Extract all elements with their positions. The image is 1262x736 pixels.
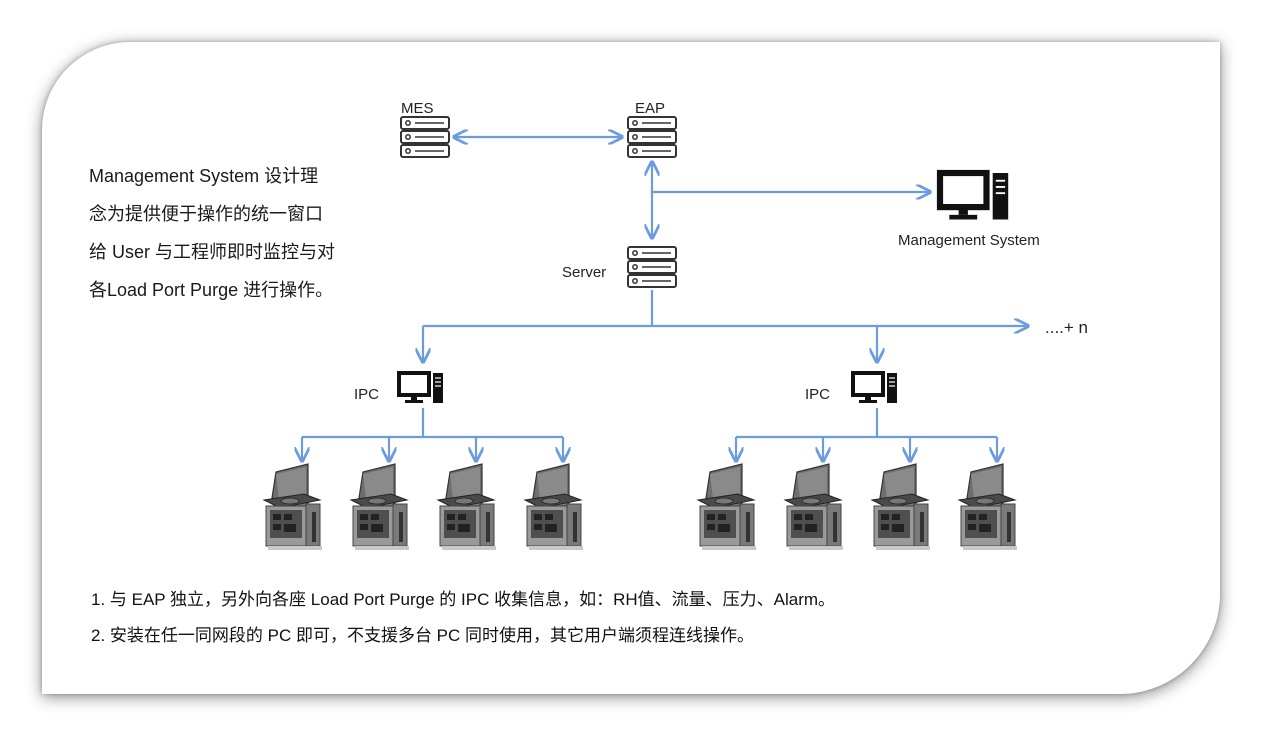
eap-label: EAP (635, 100, 665, 117)
load-port-icon (871, 463, 931, 551)
ipc-left-label: IPC (354, 386, 379, 403)
load-port-icon (958, 463, 1018, 551)
server-icon (627, 246, 677, 288)
mes-server-icon (400, 116, 450, 158)
load-port-icon (784, 463, 844, 551)
notes-list: 1. 与 EAP 独立，另外向各座 Load Port Purge 的 IPC … (91, 582, 835, 654)
load-port-icon (524, 463, 584, 551)
more-nodes-label: ....+ n (1045, 318, 1088, 337)
load-port-icon (697, 463, 757, 551)
note-1: 1. 与 EAP 独立，另外向各座 Load Port Purge 的 IPC … (91, 590, 836, 609)
load-port-icon (350, 463, 410, 551)
mes-label: MES (401, 100, 434, 117)
ipc-left-pc-icon (397, 371, 445, 405)
intro-line-4: 各Load Port Purge 进行操作。 (89, 280, 334, 300)
server-label: Server (562, 264, 606, 281)
ipc-right-label: IPC (805, 386, 830, 403)
management-system-label: Management System (898, 232, 1040, 249)
eap-server-icon (627, 116, 677, 158)
intro-line-3: 给 User 与工程师即时监控与对 (89, 242, 336, 262)
intro-text: Management System 设计理 念为提供便于操作的统一窗口 给 Us… (89, 157, 389, 309)
note-2: 2. 安装在任一同网段的 PC 即可，不支援多台 PC 同时使用，其它用户端须程… (91, 626, 755, 645)
load-port-icon (437, 463, 497, 551)
intro-line-2: 念为提供便于操作的统一窗口 (89, 204, 323, 224)
ipc-right-pc-icon (851, 371, 899, 405)
load-port-icon (263, 463, 323, 551)
intro-line-1: Management System 设计理 (89, 166, 319, 186)
management-pc-icon (940, 173, 1008, 220)
